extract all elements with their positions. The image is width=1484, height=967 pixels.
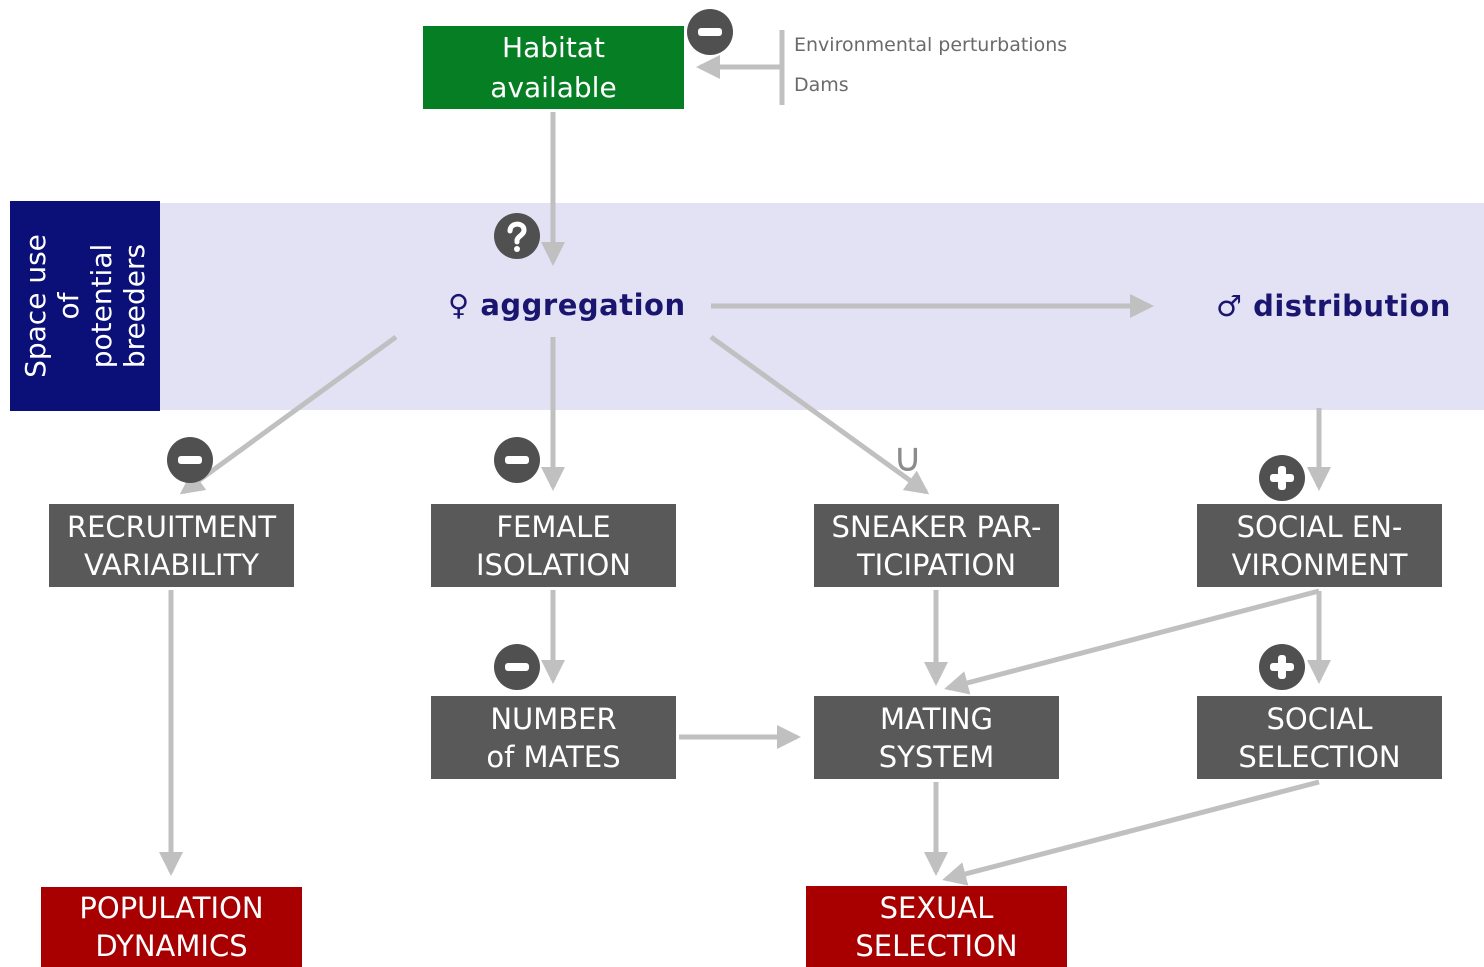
minus-icon (494, 644, 540, 690)
perturbation-label-dams: Dams (794, 74, 849, 96)
node-population-dynamics: POPULATION DYNAMICS (41, 887, 302, 967)
plus-icon (1259, 455, 1305, 501)
arrow-social-env-to-mating (944, 588, 1320, 695)
node-female-aggregation: ♀ aggregation (448, 288, 686, 322)
question-icon (494, 213, 540, 259)
space-use-band-label: Space use of potential breeders (10, 201, 160, 411)
minus-icon (687, 9, 733, 55)
node-habitat-available: Habitat available (423, 26, 684, 109)
node-mating-system: MATING SYSTEM (814, 696, 1059, 779)
plus-icon (1259, 644, 1305, 690)
node-social-selection: SOCIAL SELECTION (1197, 696, 1442, 779)
perturbation-label-environmental: Environmental perturbations (794, 34, 1068, 56)
node-sexual-selection: SEXUAL SELECTION (806, 886, 1067, 967)
node-recruitment-variability: RECRUITMENT VARIABILITY (49, 504, 294, 587)
node-social-environment: SOCIAL EN- VIRONMENT (1197, 504, 1442, 587)
arrow-social-selection-to-sexual (942, 779, 1320, 886)
minus-icon (494, 437, 540, 483)
union-icon: ∪ (893, 435, 923, 481)
arrow-aggregation-to-sneaker (709, 334, 930, 495)
arrow-aggregation-to-recruitment (179, 334, 398, 495)
node-male-distribution: ♂ distribution (1216, 289, 1451, 323)
node-sneaker-participation: SNEAKER PAR- TICIPATION (814, 504, 1059, 587)
node-female-isolation: FEMALE ISOLATION (431, 504, 676, 587)
minus-icon (167, 437, 213, 483)
node-number-of-mates: NUMBER of MATES (431, 696, 676, 779)
